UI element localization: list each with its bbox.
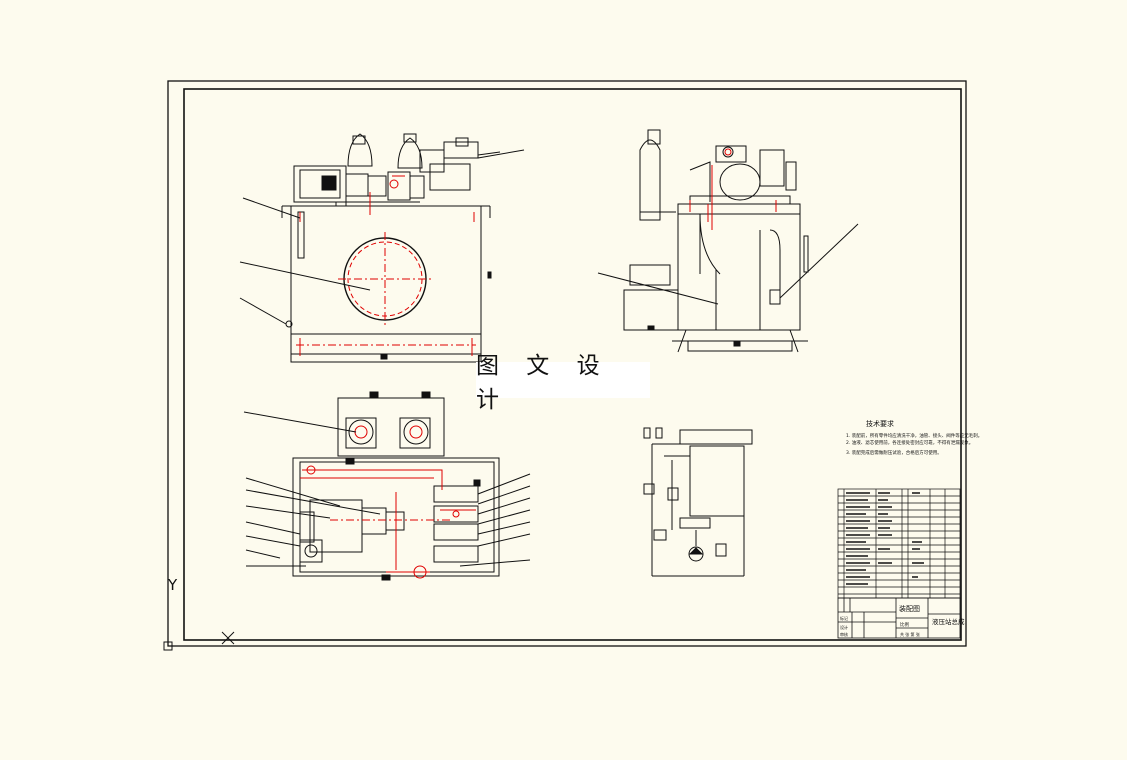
watermark-label: 图 文 设 计 (476, 353, 650, 413)
row-label-1: 标记 (840, 615, 848, 621)
outer-frame (167, 80, 967, 647)
notes-heading: 技术要求 (866, 419, 894, 428)
scale-label: 比例 (900, 621, 909, 628)
parts-list (837, 488, 961, 599)
row-label-2: 设计 (840, 624, 848, 630)
notes-line-2: 2. 油液、滤芯使用前，各连接处密封应可靠，不得有泄漏现象。 (846, 439, 973, 446)
drawing-name: 装配图 (899, 604, 920, 613)
inner-frame (183, 88, 962, 641)
front-view (239, 133, 525, 363)
technical-notes: 技术要求 1. 装配前，所有零件均应清洗干净，油管、接头、阀件等应无毛刺。 2.… (846, 419, 982, 456)
ucs-y-label: Y (167, 576, 178, 594)
ucs-icon (163, 592, 235, 651)
title-block (837, 597, 961, 639)
notes-line-1: 1. 装配前，所有零件均应清洗干净，油管、接头、阀件等应无毛刺。 (846, 432, 982, 439)
side-view (597, 129, 859, 353)
top-view (243, 391, 531, 581)
title-block-text: 装配图 液压站总成 比例 共 张 第 张 标记 设计 审核 (840, 604, 965, 637)
hydraulic-schematic (643, 427, 753, 577)
sheet-label: 共 张 第 张 (900, 631, 920, 637)
assembly-name: 液压站总成 (932, 617, 965, 626)
row-label-3: 审核 (840, 631, 848, 637)
notes-line-3: 3. 装配完成后需做耐压试验，合格后方可使用。 (846, 449, 942, 456)
